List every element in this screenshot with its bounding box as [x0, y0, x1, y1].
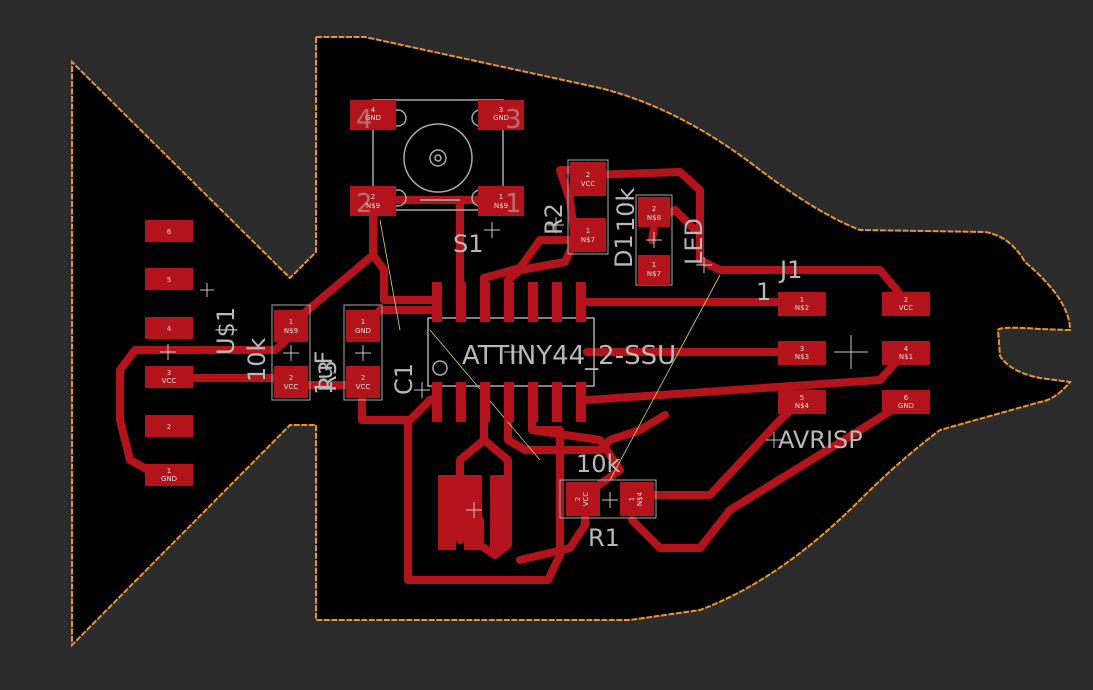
- j1-value-label: AVRISP: [778, 426, 863, 454]
- j1-pad4-num: 4: [904, 345, 909, 353]
- d1-pad1[interactable]: [638, 255, 670, 285]
- r3-value-label: 10k: [243, 337, 271, 382]
- j1-pad6-num: 6: [904, 394, 909, 402]
- r2-pad2[interactable]: [570, 162, 606, 196]
- j1-avrisp-pads[interactable]: [778, 292, 930, 414]
- d1-name-label: D1: [610, 234, 638, 268]
- s1-pad4-num: 4: [371, 106, 376, 114]
- r2-pad1-net: N$7: [581, 236, 595, 244]
- s1-pad1-num: 1: [499, 193, 503, 201]
- j1-pad4-net: N$1: [899, 353, 913, 361]
- j1-pad1-net: N$2: [795, 304, 809, 312]
- us1-name-label: U$1: [212, 307, 240, 355]
- switch-s1-pads[interactable]: [350, 100, 524, 216]
- r1-pad1[interactable]: [620, 482, 654, 516]
- us1-large-pads: [438, 475, 508, 550]
- j1-pin1-marker: 1: [756, 278, 771, 306]
- origin-markers: [160, 217, 868, 518]
- r2-outline: [567, 159, 609, 255]
- r2-pad2-num: 2: [586, 171, 590, 179]
- s1-pin2-label: 2: [356, 189, 373, 219]
- s1-pin1-label: 1: [505, 189, 522, 219]
- s1-pin3-label: 3: [505, 105, 522, 135]
- r1-pad1-net: N$4: [636, 491, 644, 506]
- c1-pad1-num: 1: [361, 318, 365, 326]
- j1-pad5-net: N$4: [795, 402, 810, 410]
- c1-pad2-net: VCC: [356, 383, 371, 391]
- c1-pad1-net: GND: [355, 327, 371, 335]
- j1-pad2-num: 2: [904, 296, 908, 304]
- us1-pad5: 5: [167, 276, 171, 284]
- ic-pins-bottom: [432, 382, 586, 422]
- us1-pad3-net: VCC: [162, 377, 177, 385]
- r3-name-label: R3: [314, 360, 342, 392]
- us1-pad1-net: GND: [161, 475, 177, 483]
- r2-pad2-net: VCC: [581, 180, 596, 188]
- board-outline: [71, 36, 1072, 648]
- r3-pad1-net: N$9: [284, 327, 298, 335]
- j1-name-label: J1: [778, 256, 802, 284]
- r1-name-label: R1: [588, 524, 620, 552]
- r1-pad2[interactable]: [566, 482, 600, 516]
- s1-pad2-num: 2: [371, 193, 375, 201]
- r2-value-label: 10k: [612, 187, 640, 232]
- c1-name-label: C1: [390, 363, 418, 395]
- s1-pad3-net: GND: [493, 114, 509, 122]
- s1-pad2-net: N$9: [366, 202, 380, 210]
- d1-pad1-net: N$7: [647, 270, 661, 278]
- ic-pin1-dot: [432, 360, 448, 376]
- j1-pad2-net: VCC: [899, 304, 914, 312]
- r3-pad2[interactable]: [274, 366, 308, 398]
- d1-pad2[interactable]: [638, 197, 670, 227]
- r2-name-label: R2: [540, 203, 568, 235]
- r2-pad1-num: 1: [586, 227, 590, 235]
- s1-name-label: S1: [453, 230, 484, 258]
- d1-pad2-num: 2: [652, 205, 656, 213]
- j1-pad3-num: 3: [800, 345, 804, 353]
- us1-pad1-num: 1: [167, 467, 171, 475]
- c1-pad1[interactable]: [346, 310, 380, 342]
- ic-pins-top: [432, 282, 586, 322]
- ic-value-label: ATTINY44_2-SSU: [462, 341, 676, 371]
- j1-pad3-net: N$3: [795, 353, 809, 361]
- d1-value-label: LED: [680, 218, 708, 265]
- r1-outline: [559, 479, 657, 519]
- j1-pad1-num: 1: [800, 296, 804, 304]
- j1-pad6-net: GND: [898, 402, 914, 410]
- r3-pad2-num: 2: [289, 374, 293, 382]
- r3-pad1[interactable]: [274, 310, 308, 342]
- r1-pad2-net: VCC: [582, 492, 590, 507]
- us1-pad2: 2: [167, 423, 171, 431]
- r1-pad2-num: 2: [574, 497, 582, 501]
- s1-pad1-net: N$9: [494, 202, 508, 210]
- d1-pad1-num: 1: [652, 261, 656, 269]
- us1-pad3-num: 3: [167, 369, 171, 377]
- r1-value-label: 10k: [576, 450, 621, 478]
- us1-pad6: 6: [167, 228, 172, 236]
- s1-pad3-num: 3: [499, 106, 503, 114]
- us1-pad4: 4: [167, 325, 172, 333]
- r3-pad2-net: VCC: [284, 383, 299, 391]
- s1-pad4-net: GND: [365, 114, 381, 122]
- us1-header-pads[interactable]: [145, 220, 193, 486]
- c1-value-label: 1uF: [310, 351, 338, 395]
- r2-pad1[interactable]: [570, 218, 606, 252]
- c1-outline: [343, 304, 383, 401]
- j1-pad5-num: 5: [800, 394, 804, 402]
- r3-pad1-num: 1: [289, 318, 293, 326]
- r1-pad1-num: 1: [628, 497, 636, 501]
- r3-outline: [271, 304, 311, 401]
- c1-pad2[interactable]: [346, 366, 380, 398]
- s1-pin4-label: 4: [356, 105, 373, 135]
- d1-pad2-net: N$8: [647, 214, 661, 222]
- c1-pad2-num: 2: [361, 374, 365, 382]
